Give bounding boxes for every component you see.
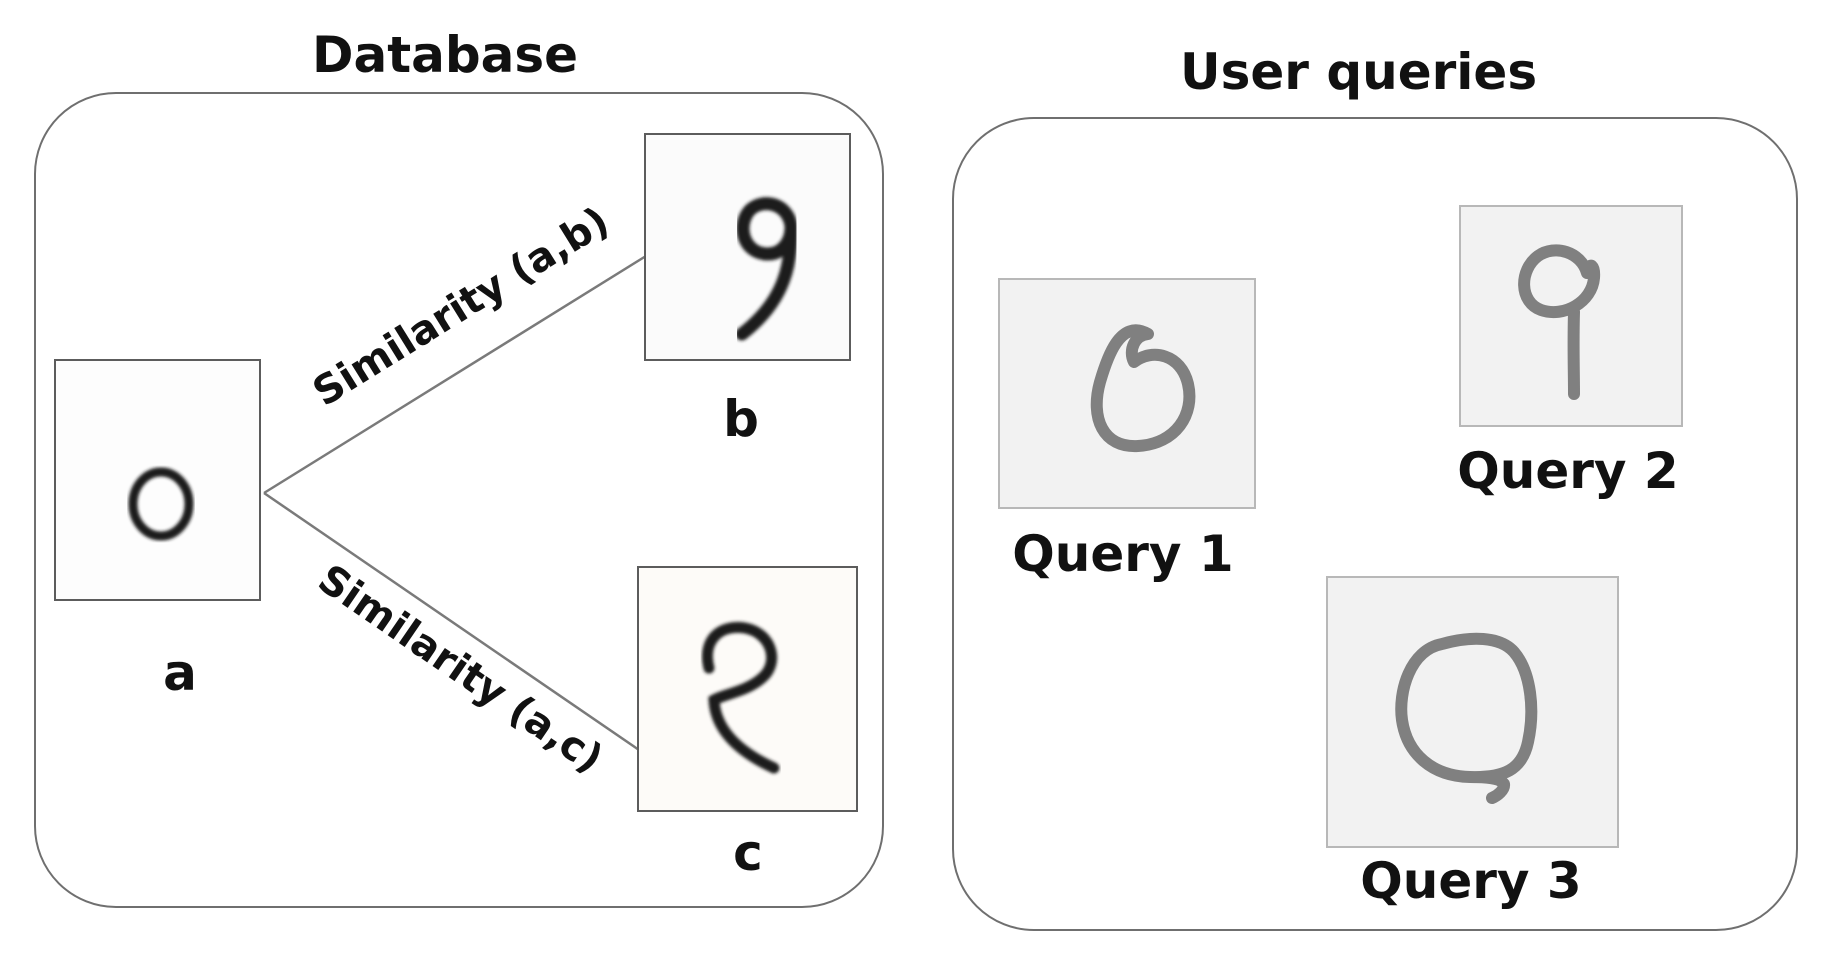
image-label-c: c [733,824,763,882]
digit-zero-glyph [128,467,194,541]
database-image-b [644,133,851,361]
similarity-label-ab: Similarity (a,b) [305,198,617,416]
digit-six-glyph [1090,324,1196,453]
image-label-a: a [163,644,197,702]
user-queries-title: User queries [1180,43,1538,101]
similarity-label-ac: Similarity (a,c) [310,556,611,782]
similarity-edge-ab [263,254,647,495]
query-label-1: Query 1 [1012,525,1233,583]
query-image-3 [1326,576,1619,848]
query-label-3: Query 3 [1360,852,1581,910]
database-image-c [637,566,858,812]
query-image-1 [998,278,1256,509]
query-label-2: Query 2 [1457,442,1678,500]
digit-two-glyph [702,621,780,774]
database-title: Database [312,26,579,84]
database-image-a [54,359,261,601]
user-queries-panel [952,117,1798,931]
similarity-edge-ac [263,491,643,754]
digit-nine-glyph [1518,244,1601,400]
query-image-2 [1459,205,1683,427]
database-panel [34,92,884,908]
image-label-b: b [723,390,759,448]
digit-zero-glyph [1395,632,1538,804]
digit-nine-glyph [735,197,798,341]
